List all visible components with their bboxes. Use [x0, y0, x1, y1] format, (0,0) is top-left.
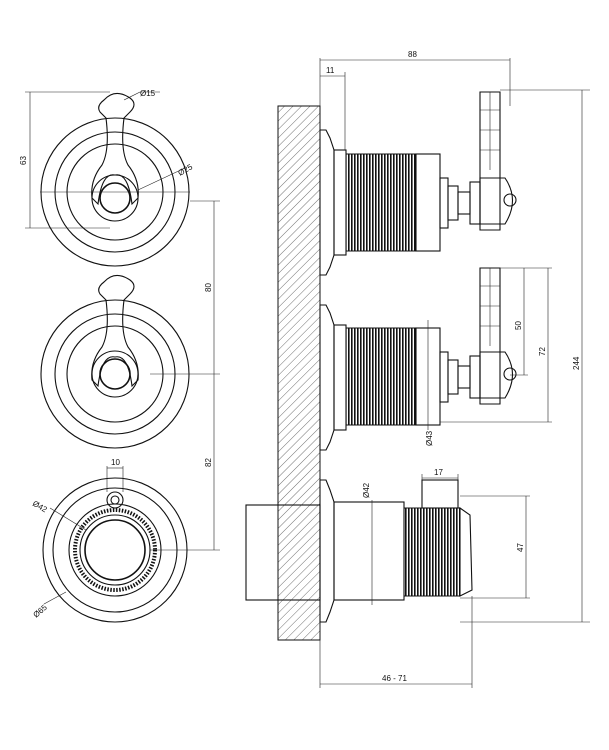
- dim-d42-side-label: Ø42: [362, 482, 371, 498]
- dim-17: 17: [421, 468, 459, 480]
- dim-d25: Ø25: [137, 162, 195, 191]
- dim-88-label: 88: [408, 50, 417, 59]
- dim-d43-label: Ø43: [425, 430, 434, 446]
- dim-46-71: 46 - 71: [319, 596, 473, 688]
- dim-d65-label: Ø65: [32, 603, 50, 620]
- front-lower-mixer: [40, 274, 190, 449]
- dim-80-82: 80 82: [150, 200, 220, 551]
- dim-11-label: 11: [326, 66, 335, 75]
- dim-47: 47: [460, 495, 530, 599]
- side-view: 88 11 244 50 72 Ø43: [245, 50, 590, 688]
- dim-d15-label: Ø15: [140, 89, 156, 98]
- side-lower-mixer: [319, 267, 517, 451]
- dim-11: 11: [320, 66, 346, 150]
- dim-82-label: 82: [204, 458, 213, 467]
- dim-88: 88: [319, 50, 511, 106]
- dim-d65: Ø65: [32, 591, 67, 620]
- front-upper-mixer: [40, 92, 190, 267]
- dim-80-label: 80: [204, 283, 213, 292]
- side-diverter: [245, 479, 473, 623]
- dim-50-label: 50: [514, 321, 523, 330]
- dim-10: 10: [106, 458, 124, 492]
- wall-section: [277, 105, 321, 641]
- dim-244-label: 244: [572, 356, 581, 370]
- dim-47-label: 47: [516, 543, 525, 552]
- dim-63-label: 63: [19, 156, 28, 165]
- dim-17-label: 17: [434, 468, 443, 477]
- dim-d15: Ø15: [123, 89, 160, 101]
- dim-d25-label: Ø25: [177, 162, 195, 178]
- dim-d42-front-label: Ø42: [31, 499, 49, 515]
- front-view: 63 Ø15 Ø25 80 82 10: [19, 89, 220, 623]
- dim-244: 244: [460, 89, 590, 623]
- dim-63: 63: [19, 91, 110, 229]
- side-upper-mixer: [319, 91, 517, 276]
- dim-72-label: 72: [538, 347, 547, 356]
- dim-d43: Ø43: [425, 320, 434, 446]
- dim-d42-side: Ø42: [362, 482, 373, 605]
- dim-46-71-label: 46 - 71: [382, 674, 407, 683]
- dim-10-label: 10: [111, 458, 120, 467]
- dim-50-72: 50 72: [440, 267, 552, 423]
